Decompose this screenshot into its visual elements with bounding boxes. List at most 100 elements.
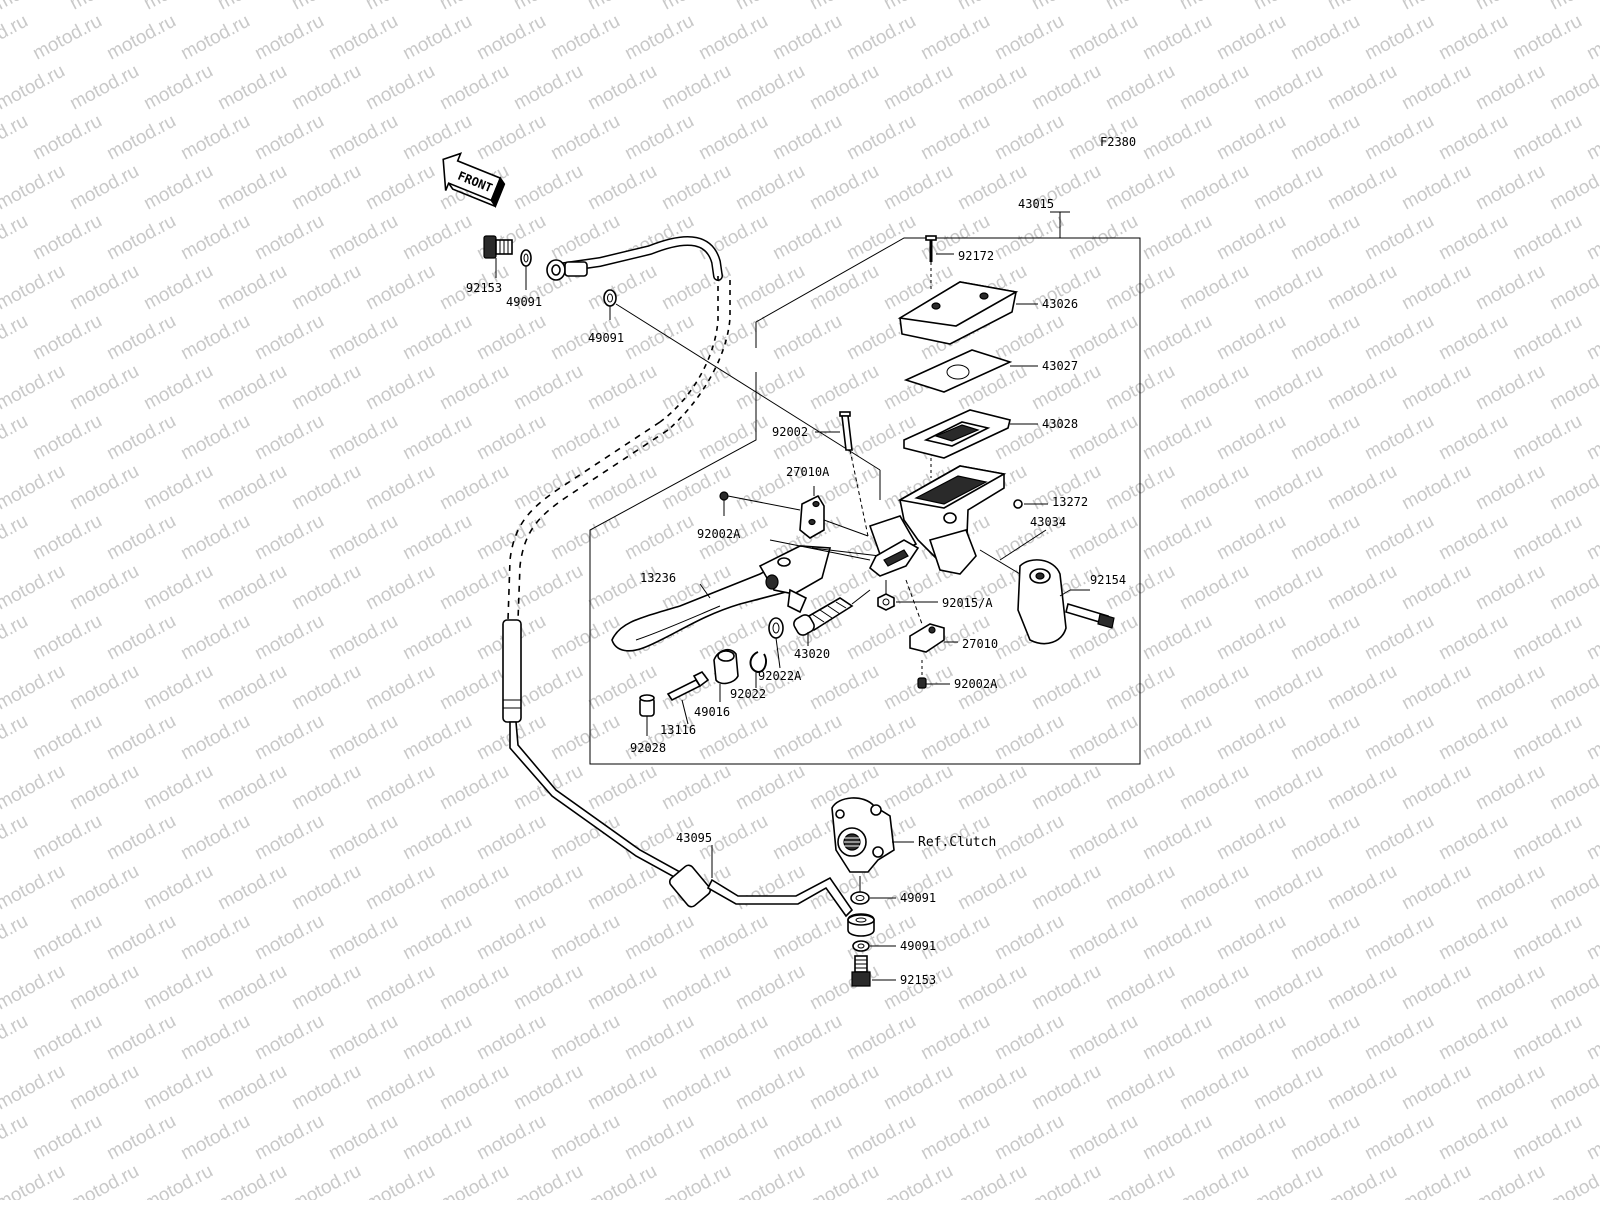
watermark-text: motod.ru: [1250, 61, 1326, 115]
watermark-text: motod.ru: [1361, 511, 1437, 565]
watermark-text: motod.ru: [1065, 311, 1141, 365]
watermark-text: motod.ru: [1435, 411, 1511, 465]
watermark-text: motod.ru: [1435, 1011, 1511, 1065]
watermark-text: motod.ru: [695, 211, 771, 265]
watermark-text: motod.ru: [1139, 711, 1215, 765]
watermark-text: motod.ru: [695, 111, 771, 165]
washer-49091-bottom-2: [852, 940, 870, 952]
watermark-text: motod.ru: [769, 711, 845, 765]
lever-13236: [611, 545, 832, 652]
watermark-text: motod.ru: [362, 461, 438, 515]
watermark-text: motod.ru: [0, 861, 69, 915]
watermark-text: motod.ru: [362, 161, 438, 215]
watermark-text: motod.ru: [917, 1011, 993, 1065]
watermark-text: motod.ru: [1435, 311, 1511, 365]
watermark-text: motod.ru: [1546, 361, 1600, 415]
watermark-text: motod.ru: [1361, 1111, 1437, 1165]
watermark-text: motod.ru: [1324, 61, 1400, 115]
watermark-text: motod.ru: [1398, 161, 1474, 215]
watermark-text: motod.ru: [732, 161, 808, 215]
watermark-text: motod.ru: [1361, 311, 1437, 365]
label-ref-clutch: Ref.Clutch: [918, 835, 996, 850]
watermark-text: motod.ru: [769, 211, 845, 265]
watermark-text: motod.ru: [547, 11, 623, 65]
watermark-text: motod.ru: [621, 911, 697, 965]
watermark-text: motod.ru: [843, 1011, 919, 1065]
watermark-text: motod.ru: [1065, 1111, 1141, 1165]
watermark-text: motod.ru: [1583, 611, 1600, 665]
watermark-text: motod.ru: [1176, 861, 1252, 915]
watermark-text: motod.ru: [66, 761, 142, 815]
watermark-text: motod.ru: [1176, 1061, 1252, 1115]
watermark-text: motod.ru: [1435, 211, 1511, 265]
watermark-text: motod.ru: [1583, 11, 1600, 65]
watermark-text: motod.ru: [1250, 961, 1326, 1015]
watermark-text: motod.ru: [991, 911, 1067, 965]
watermark-text: motod.ru: [732, 0, 808, 14]
watermark-text: motod.ru: [177, 711, 253, 765]
watermark-text: motod.ru: [251, 411, 327, 465]
screw-92002A-left: [719, 491, 729, 501]
watermark-text: motod.ru: [103, 111, 179, 165]
label-92022: 92022: [730, 687, 766, 701]
watermark-text: motod.ru: [1546, 461, 1600, 515]
watermark-text: motod.ru: [1361, 411, 1437, 465]
watermark-text: motod.ru: [510, 161, 586, 215]
watermark-text: motod.ru: [1472, 561, 1548, 615]
watermark-text: motod.ru: [1546, 1161, 1600, 1200]
watermark-text: motod.ru: [510, 0, 586, 14]
watermark-text: motod.ru: [1028, 1061, 1104, 1115]
watermark-text: motod.ru: [399, 411, 475, 465]
watermark-text: motod.ru: [29, 511, 105, 565]
watermark-text: motod.ru: [732, 361, 808, 415]
watermark-text: motod.ru: [1398, 361, 1474, 415]
watermark-text: motod.ru: [29, 411, 105, 465]
watermark-text: motod.ru: [103, 211, 179, 265]
label-92154: 92154: [1090, 573, 1126, 587]
watermark-text: motod.ru: [658, 1061, 734, 1115]
watermark-text: motod.ru: [140, 761, 216, 815]
watermark-text: motod.ru: [917, 711, 993, 765]
watermark-text: motod.ru: [1472, 0, 1548, 14]
watermark-text: motod.ru: [621, 711, 697, 765]
watermark-text: motod.ru: [1176, 0, 1252, 14]
label-43020: 43020: [794, 647, 830, 661]
watermark-text: motod.ru: [584, 361, 660, 415]
watermark-text: motod.ru: [1583, 411, 1600, 465]
watermark-text: motod.ru: [1102, 361, 1178, 415]
watermark-text: motod.ru: [103, 711, 179, 765]
label-92015A: 92015/A: [942, 596, 993, 610]
assembly-number: 43015: [1018, 197, 1054, 211]
watermark-text: motod.ru: [1435, 811, 1511, 865]
watermark-text: motod.ru: [399, 111, 475, 165]
washer-49091-top-2: [603, 289, 617, 307]
watermark-text: motod.ru: [1102, 161, 1178, 215]
watermark-text: motod.ru: [1361, 811, 1437, 865]
watermark-text: motod.ru: [547, 511, 623, 565]
watermark-text: motod.ru: [214, 61, 290, 115]
watermark-text: motod.ru: [510, 461, 586, 515]
watermark-text: motod.ru: [362, 361, 438, 415]
watermark-text: motod.ru: [1028, 761, 1104, 815]
watermark-text: motod.ru: [0, 261, 69, 315]
label-92002A-right: 92002A: [954, 677, 998, 691]
watermark-text: motod.ru: [1324, 961, 1400, 1015]
watermark-text: motod.ru: [325, 411, 401, 465]
watermark-text: motod.ru: [177, 1011, 253, 1065]
watermark-text: motod.ru: [1583, 911, 1600, 965]
watermark-text: motod.ru: [1583, 111, 1600, 165]
watermark-text: motod.ru: [843, 111, 919, 165]
watermark-text: motod.ru: [621, 411, 697, 465]
watermark-text: motod.ru: [880, 0, 956, 14]
watermark-text: motod.ru: [1398, 561, 1474, 615]
watermark-text: motod.ru: [584, 561, 660, 615]
watermark-text: motod.ru: [288, 361, 364, 415]
watermark-text: motod.ru: [584, 1061, 660, 1115]
watermark-text: motod.ru: [880, 1061, 956, 1115]
boot-49016: [713, 648, 739, 685]
watermark-text: motod.ru: [621, 1111, 697, 1165]
watermark-text: motod.ru: [436, 861, 512, 915]
watermark-text: motod.ru: [1250, 1061, 1326, 1115]
watermark-text: motod.ru: [436, 761, 512, 815]
watermark-text: motod.ru: [954, 961, 1030, 1015]
